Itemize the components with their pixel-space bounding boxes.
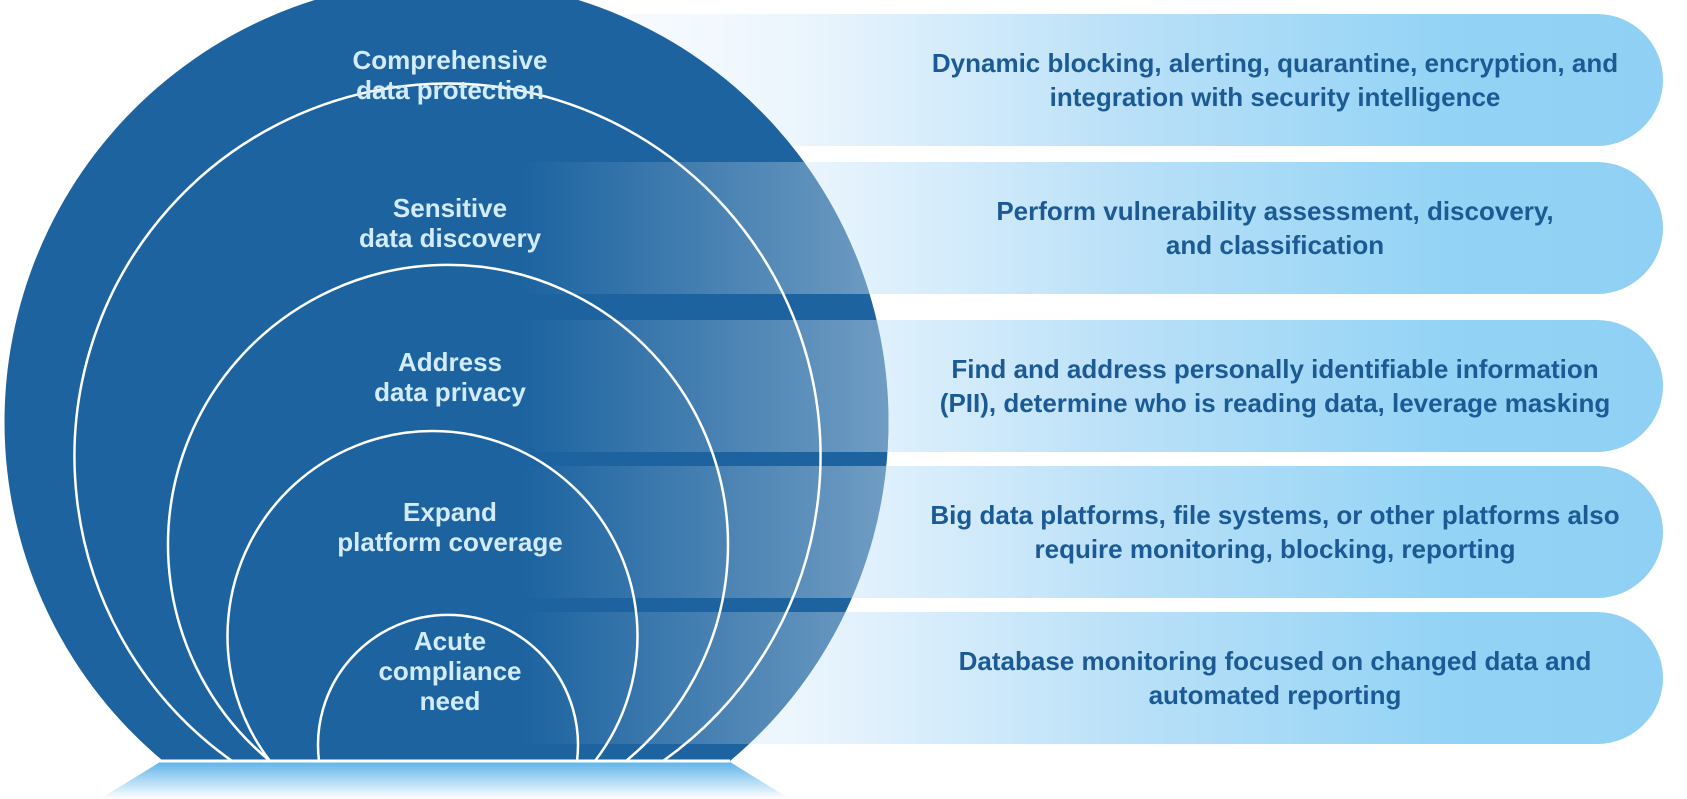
label-compliance: Acute compliance need bbox=[378, 626, 522, 716]
arc-sensitive bbox=[73, 82, 822, 763]
desc-platform: Big data platforms, file systems, or oth… bbox=[930, 500, 1620, 564]
dome-fade-platform bbox=[520, 466, 889, 598]
arc-compliance bbox=[316, 613, 580, 762]
label-sensitive: Sensitive data discovery bbox=[358, 193, 542, 253]
desc-compliance: Database monitoring focused on changed d… bbox=[958, 646, 1592, 710]
desc-sensitive: Perform vulnerability assessment, discov… bbox=[996, 196, 1554, 260]
desc-privacy: Find and address personally identifiable… bbox=[939, 354, 1611, 418]
label-comprehensive: Comprehensive data protection bbox=[352, 45, 548, 105]
label-platform: Expand platform coverage bbox=[337, 497, 563, 557]
arc-privacy bbox=[166, 263, 730, 762]
arc-platform bbox=[226, 429, 639, 762]
pedestal bbox=[100, 762, 790, 799]
label-privacy: Address data privacy bbox=[374, 347, 526, 407]
desc-comprehensive: Dynamic blocking, alerting, quarantine, … bbox=[931, 48, 1619, 112]
